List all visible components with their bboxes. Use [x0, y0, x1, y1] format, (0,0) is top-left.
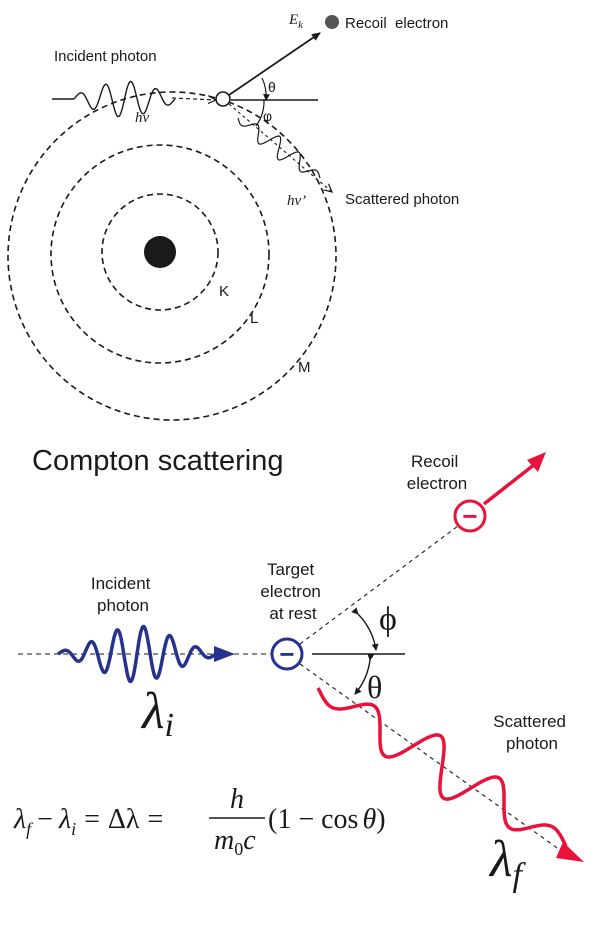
compton-scattering-diagram: Compton scattering − − Recoil electron I…: [13, 445, 584, 894]
recoil-electron-path: [228, 32, 321, 96]
incident-photon-arrowhead: [214, 646, 235, 662]
scattered-photon-arrowhead: [556, 842, 584, 862]
shell-l-orbit: [50, 144, 270, 364]
formula-denominator: m0c: [214, 825, 256, 859]
shell-m-orbit: [7, 91, 337, 421]
target-electron-symbol: −: [279, 639, 294, 669]
target-electron: [270, 637, 304, 671]
phi-label: ϕ: [379, 601, 397, 638]
theta-angle-arc: [354, 653, 375, 695]
target-electron-top: [215, 91, 231, 107]
atom-diagram: Incident photon hv θ φ Ek Recoil electro…: [7, 12, 459, 421]
target-label-line2: electron: [260, 582, 320, 601]
incident-label-line2: photon: [97, 596, 149, 615]
lambda-f-label: λf: [488, 831, 527, 894]
theta-label-top: θ: [268, 79, 276, 95]
lambda-i-label: λi: [140, 683, 174, 744]
target-label-line1: Target: [267, 560, 315, 579]
shell-k-orbit: [101, 193, 219, 311]
target-electron-label: Target electron at rest: [260, 560, 325, 623]
ek-label: Ek: [288, 12, 304, 31]
theta-label: θ: [367, 669, 382, 705]
recoil-electron-dot: [325, 15, 339, 29]
incident-photon-wave: [52, 80, 176, 118]
recoil-direction-dashed: [299, 525, 459, 645]
recoil-electron-symbol: −: [462, 501, 477, 531]
formula-numerator: h: [230, 784, 244, 815]
scattered-direction-dashed: [299, 663, 561, 851]
recoil-electron-arrow: [482, 462, 537, 506]
incident-photon-wave-blue: [56, 624, 218, 684]
recoil-label-line2: electron: [407, 474, 467, 493]
recoil-electron-label: Recoil electron: [407, 452, 467, 493]
target-label-line3: at rest: [269, 604, 317, 623]
scattered-photon-wave: [237, 117, 321, 179]
scattered-photon-dashed-path: [228, 103, 332, 192]
scattered-label-line1: Scattered: [493, 712, 566, 731]
nucleus: [144, 236, 176, 268]
recoil-electron-label-top: Recoil electron: [345, 15, 448, 32]
phi-label-top: φ: [263, 108, 272, 124]
hv-label: hv: [135, 110, 150, 126]
formula-lhs: λf−λi=Δλ=: [13, 804, 163, 839]
phi-angle-arc: [351, 607, 379, 651]
incident-photon-label: Incident photon: [54, 48, 157, 65]
diagram-title: Compton scattering: [32, 445, 283, 477]
shell-m-label: M: [298, 359, 311, 376]
recoil-arrowhead: [527, 452, 546, 472]
scattered-photon-label-top: Scattered photon: [345, 191, 459, 208]
recoil-electron: [453, 499, 487, 533]
scattered-label-line2: photon: [506, 734, 558, 753]
incident-label-line1: Incident: [91, 574, 151, 593]
shell-l-label: L: [250, 310, 258, 327]
incident-photon-tail: [171, 98, 216, 100]
scattered-photon-label-bottom: Scattered photon: [493, 712, 571, 753]
scattered-photon-wave-red: [316, 687, 568, 847]
hv-prime-label: hv’: [287, 193, 306, 209]
shell-k-label: K: [219, 283, 229, 300]
theta-arc-top: [261, 77, 271, 101]
incident-photon-label-bottom: Incident photon: [91, 574, 155, 615]
recoil-label-line1: Recoil: [411, 452, 458, 471]
